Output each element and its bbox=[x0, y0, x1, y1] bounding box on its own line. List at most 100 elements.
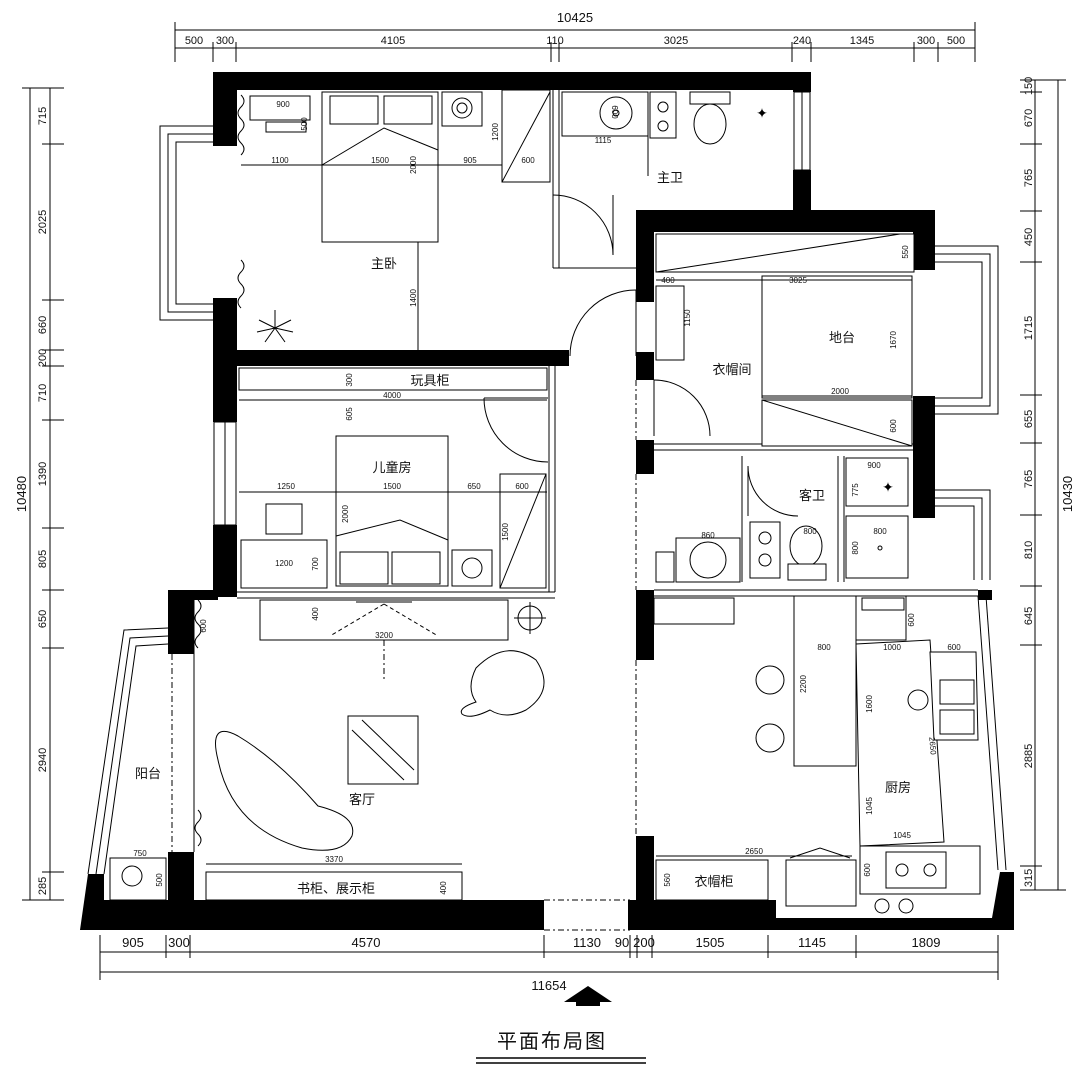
top-dim: 240 bbox=[793, 35, 811, 47]
gbath-dim: 900 bbox=[867, 461, 881, 470]
walls bbox=[80, 72, 1014, 930]
bottom-dim: 1809 bbox=[912, 935, 941, 950]
room-label-kids-room: 儿童房 bbox=[372, 460, 411, 476]
gbath-dim: 860 bbox=[701, 531, 715, 540]
cloak-dim: 1670 bbox=[889, 331, 898, 349]
right-dim: 450 bbox=[1023, 228, 1035, 246]
living-dim: 600 bbox=[199, 619, 208, 633]
top-total-dim: 10425 bbox=[557, 10, 593, 25]
kitchen-dim: 800 bbox=[817, 643, 831, 652]
kids-dim: 1250 bbox=[277, 482, 295, 491]
top-dim: 110 bbox=[546, 35, 564, 47]
window-bays bbox=[159, 91, 999, 580]
room-label-balcony: 阳台 bbox=[135, 767, 161, 782]
bottom-dimension-chain bbox=[99, 935, 999, 980]
left-dim: 710 bbox=[37, 384, 49, 402]
left-dim: 805 bbox=[37, 550, 49, 568]
left-dim: 660 bbox=[37, 316, 49, 334]
right-dim: 765 bbox=[1023, 470, 1035, 488]
kitchen-furniture bbox=[653, 595, 981, 914]
kids-dim: 650 bbox=[467, 482, 481, 491]
right-dim: 2885 bbox=[1023, 744, 1035, 768]
left-dim: 285 bbox=[37, 877, 49, 895]
living-dim: 3200 bbox=[375, 631, 393, 640]
left-dim: 715 bbox=[37, 107, 49, 125]
mb-dim: 1200 bbox=[491, 123, 500, 141]
gbath-dim: 775 bbox=[851, 483, 860, 497]
svg-text:✦: ✦ bbox=[756, 106, 768, 122]
right-dim: 315 bbox=[1023, 869, 1035, 887]
kitchen-dim: 1045 bbox=[893, 831, 911, 840]
top-dim: 1345 bbox=[850, 35, 874, 47]
right-dimension-chain bbox=[1020, 79, 1066, 891]
left-dim: 2025 bbox=[37, 210, 49, 234]
svg-text:✦: ✦ bbox=[882, 480, 894, 496]
kitchen-dim: 600 bbox=[907, 613, 916, 627]
room-label-living-room: 客厅 bbox=[349, 792, 375, 808]
left-dim: 200 bbox=[37, 349, 49, 367]
bottom-total-dim: 11654 bbox=[531, 978, 566, 993]
mb-dim: 1400 bbox=[409, 289, 418, 307]
bath-dim: 600 bbox=[610, 105, 619, 119]
gbath-dim: 800 bbox=[803, 527, 817, 536]
left-dimension-chain bbox=[22, 87, 64, 901]
left-dim: 2940 bbox=[37, 748, 49, 772]
room-label-kitchen: 厨房 bbox=[885, 780, 911, 796]
mb-dim: 600 bbox=[521, 156, 535, 165]
cloak-dim: 400 bbox=[661, 276, 675, 285]
room-label-cloakroom: 衣帽间 bbox=[712, 362, 751, 378]
bottom-dim: 1145 bbox=[798, 935, 826, 950]
master-bath-fixtures: ✦ bbox=[561, 91, 768, 176]
kids-dim: 1500 bbox=[383, 482, 401, 491]
kids-dim: 1200 bbox=[275, 559, 293, 568]
kids-dim: 700 bbox=[311, 557, 320, 571]
kids-dim: 2000 bbox=[341, 505, 350, 523]
mb-dim: 900 bbox=[276, 100, 290, 109]
bath-dim: 1115 bbox=[595, 136, 612, 145]
coat-dim: 600 bbox=[863, 863, 872, 877]
right-dim: 150 bbox=[1023, 77, 1035, 95]
balcony-dim: 500 bbox=[155, 873, 164, 887]
bottom-dim: 200 bbox=[633, 935, 655, 950]
kitchen-dim: 600 bbox=[947, 643, 961, 652]
cloakroom-furniture bbox=[655, 233, 915, 447]
bottom-dim: 1505 bbox=[696, 935, 725, 950]
master-bedroom-furniture bbox=[237, 89, 551, 350]
cloak-dim: 600 bbox=[889, 419, 898, 433]
mb-dim: 1100 bbox=[271, 156, 289, 165]
room-label-bookcase: 书柜、展示柜 bbox=[297, 882, 375, 897]
top-dimension-chain bbox=[174, 22, 976, 62]
left-dim: 650 bbox=[37, 610, 49, 628]
plan-title: 平面布局图 bbox=[497, 1029, 607, 1053]
top-dim: 4105 bbox=[381, 35, 405, 47]
balcony-dim: 750 bbox=[133, 849, 147, 858]
kids-dim: 4000 bbox=[383, 391, 401, 400]
gbath-dim: 800 bbox=[851, 541, 860, 555]
kitchen-dim: 1045 bbox=[865, 797, 874, 815]
right-dim: 1715 bbox=[1023, 316, 1035, 340]
kitchen-dim: 2200 bbox=[799, 675, 808, 693]
cloak-dim: 2000 bbox=[831, 387, 849, 396]
kids-dim: 600 bbox=[515, 482, 529, 491]
gbath-dim: 800 bbox=[873, 527, 887, 536]
right-dim: 645 bbox=[1023, 607, 1035, 625]
mb-dim: 905 bbox=[463, 156, 477, 165]
balcony-furniture bbox=[109, 857, 167, 901]
left-dim: 1390 bbox=[37, 462, 49, 486]
kids-dim: 605 bbox=[345, 407, 354, 421]
top-dim: 500 bbox=[185, 35, 203, 47]
kitchen-dim: 2650 bbox=[927, 737, 938, 756]
top-dim: 300 bbox=[216, 35, 234, 47]
right-dim: 670 bbox=[1023, 109, 1035, 127]
mb-dim: 2000 bbox=[409, 156, 418, 174]
room-label-master-bedroom: 主卧 bbox=[371, 257, 397, 272]
top-dim: 500 bbox=[947, 35, 965, 47]
cloak-dim: 550 bbox=[901, 245, 910, 259]
bottom-dim: 90 bbox=[615, 935, 629, 950]
room-label-platform: 地台 bbox=[829, 331, 855, 346]
right-dim: 655 bbox=[1023, 410, 1035, 428]
kitchen-dim: 1600 bbox=[865, 695, 874, 713]
bottom-dim: 300 bbox=[168, 935, 190, 950]
room-label-guest-bath: 客卫 bbox=[799, 488, 825, 504]
